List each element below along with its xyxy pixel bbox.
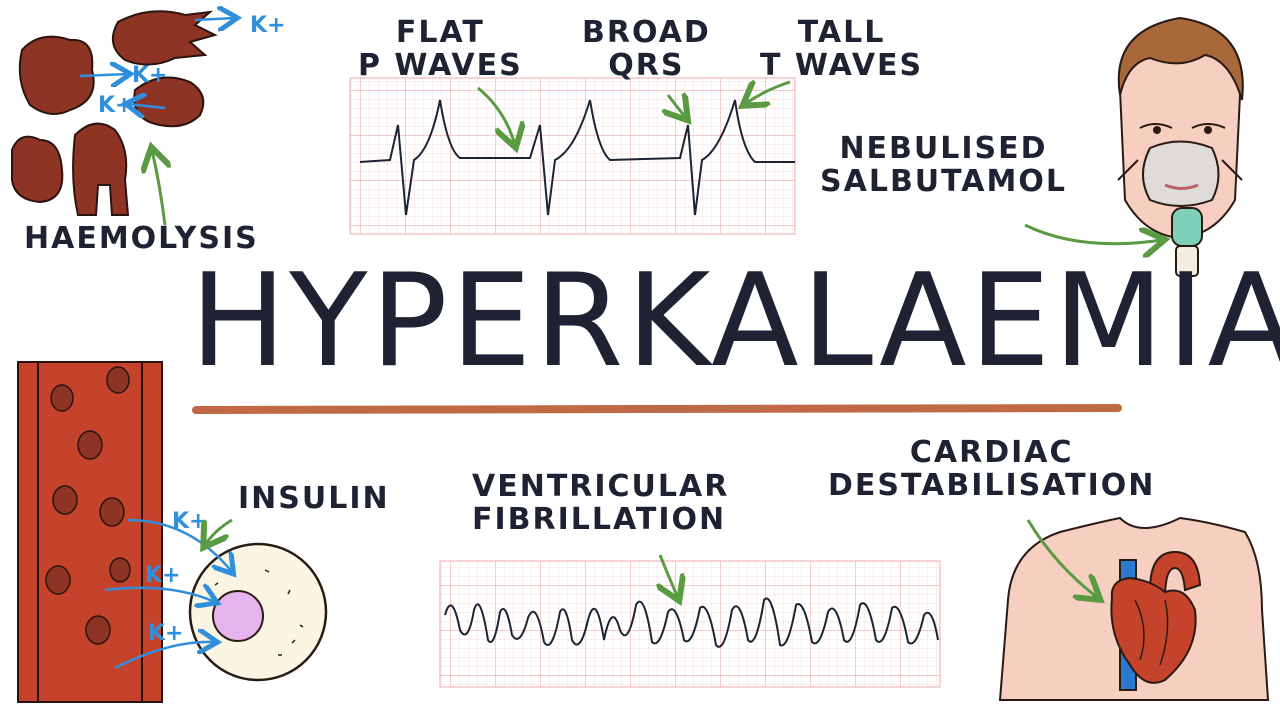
- label-line: SALBUTAMOL: [820, 164, 1067, 199]
- label-line: NEBULISED: [839, 131, 1048, 166]
- ecg-strip-peaked-t: [349, 77, 796, 235]
- label-line: CARDIAC: [909, 435, 1074, 470]
- label-line: BROAD: [582, 15, 711, 50]
- label-line: P WAVES: [358, 48, 523, 83]
- cell-illustration: [188, 542, 328, 682]
- label-line: VENTRICULAR: [472, 469, 730, 504]
- ecg-strip-ventricular-fibrillation: [439, 560, 941, 688]
- heart-illustration: [1110, 550, 1202, 691]
- rbc-fragment: [133, 76, 205, 128]
- potassium-symbol: K+: [250, 13, 285, 38]
- label-line: FIBRILLATION: [472, 502, 727, 537]
- torso-illustration: [998, 516, 1270, 701]
- red-blood-cell: [45, 565, 71, 595]
- oxygen-mask: [1142, 140, 1220, 207]
- title-underline: [192, 404, 1122, 414]
- haemolysis-arrow: [152, 150, 165, 226]
- nebuliser-chamber: [1171, 207, 1203, 247]
- insulin-label: INSULIN: [238, 482, 390, 515]
- potassium-release-arrow: [194, 18, 235, 20]
- haemolysis-label: HAEMOLYSIS: [24, 222, 259, 255]
- red-blood-cell: [106, 366, 130, 394]
- rbc-fragment: [111, 10, 218, 66]
- patient-face-illustration: [1117, 16, 1244, 300]
- salbutamol-arrow: [1024, 223, 1162, 244]
- label-line: TALL: [797, 15, 886, 50]
- vf-trace: [444, 597, 939, 648]
- red-blood-cell: [109, 557, 131, 583]
- aorta: [1148, 550, 1202, 602]
- red-blood-cell: [52, 485, 78, 515]
- potassium-symbol: K+: [132, 63, 167, 88]
- potassium-uptake-arrow: [104, 588, 215, 602]
- tall-t-waves-arrow: [745, 82, 791, 104]
- red-blood-cell: [85, 615, 111, 645]
- rbc-fragment: [11, 135, 64, 204]
- potassium-symbol: K+: [98, 93, 133, 118]
- potassium-symbol: K+: [172, 509, 207, 534]
- page-title: HYPERKALAEMIA: [190, 247, 1280, 396]
- red-blood-cell: [77, 430, 103, 460]
- cardiac-destabilisation-label: CARDIAC DESTABILISATION: [828, 436, 1155, 502]
- label-line: HAEMOLYSIS: [24, 221, 259, 256]
- nebulised-salbutamol-label: NEBULISED SALBUTAMOL: [820, 132, 1067, 198]
- cardiac-arrow: [1026, 519, 1098, 598]
- ventricular-fibrillation-label: VENTRICULAR FIBRILLATION: [472, 470, 729, 536]
- heart: [1110, 576, 1197, 684]
- flat-p-waves-label: FLAT P WAVES: [358, 16, 523, 82]
- label-line: INSULIN: [238, 481, 390, 516]
- broad-qrs-arrow: [668, 95, 686, 118]
- rbc-fragment: [72, 122, 130, 216]
- ecg-trace: [359, 99, 795, 216]
- label-line: QRS: [608, 48, 685, 83]
- potassium-symbol: K+: [148, 621, 183, 646]
- red-blood-cell: [99, 497, 125, 527]
- tall-t-waves-label: TALL T WAVES: [760, 16, 923, 82]
- potassium-release-arrow: [128, 104, 166, 108]
- haemolysis-illustration: [11, 10, 218, 216]
- potassium-release-arrow: [79, 74, 128, 76]
- potassium-uptake-arrow: [114, 642, 215, 670]
- potassium-uptake-arrow: [127, 518, 232, 572]
- insulin-arrow: [205, 518, 233, 545]
- label-line: T WAVES: [760, 48, 924, 83]
- label-line: DESTABILISATION: [828, 468, 1156, 503]
- broad-qrs-label: BROAD QRS: [582, 16, 711, 82]
- flat-p-waves-arrow: [477, 86, 515, 145]
- vf-arrow: [660, 554, 678, 598]
- blood-vessel-illustration: [17, 361, 163, 703]
- potassium-symbol: K+: [145, 563, 180, 588]
- label-line: FLAT: [395, 15, 485, 50]
- rbc-fragment: [18, 35, 95, 115]
- hair: [1117, 16, 1244, 101]
- cell-nucleus: [212, 590, 264, 642]
- red-blood-cell: [50, 384, 74, 412]
